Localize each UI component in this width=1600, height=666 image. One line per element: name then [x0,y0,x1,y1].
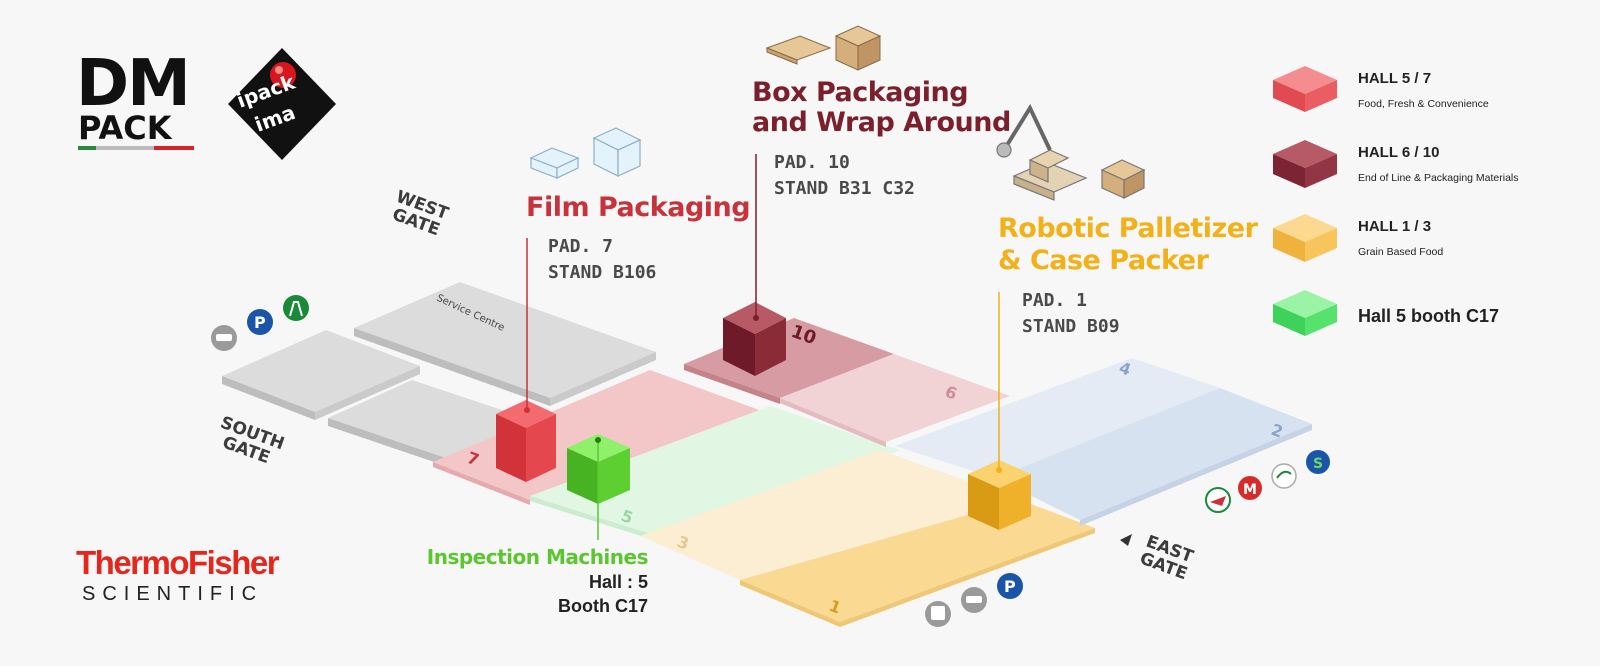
cube-hall-7 [496,400,556,482]
suburban-train-icon-east [1306,450,1330,474]
fisher-text: Fisher [188,544,280,581]
box-pad: PAD. 10 [774,152,850,173]
hall-6-area [780,354,1010,442]
bus-icon-east [925,601,951,627]
legend-hall-6-10-sub: End of Line & Packaging Materials [1358,172,1519,184]
legend-cube-hall-6-10 [1273,140,1337,188]
metro-icon-east [1238,476,1262,500]
legend-hall-5-7-sub: Food, Fresh & Convenience [1358,98,1489,110]
train-icon-east [1205,487,1231,513]
legend-cube-hall-5-booth [1273,290,1337,336]
hall-10-area [684,318,894,398]
s-train-letter: S [1313,456,1323,472]
hall-4-area [895,358,1220,478]
parking-icon-east [997,573,1023,599]
robotic-title-line1: Robotic Palletizer [998,213,1258,244]
car-icon-west [211,325,237,351]
parking-icon-west [247,309,273,335]
west-block-left [222,330,420,412]
legend-hall-6-10-title: HALL 6 / 10 [1358,144,1440,161]
car-icon-east [961,587,987,613]
legend-cube-hall-1-3 [1273,214,1337,262]
film-pad: PAD. 7 [548,236,614,257]
box-packaging-title-line2: and Wrap Around [752,107,1011,138]
robotic-pad: PAD. 1 [1022,290,1088,311]
parking-letter-west: P [254,313,266,332]
thermo-text: Thermo [76,544,190,581]
film-package-illustration [529,127,642,179]
dmpack-logo-line1: DM [76,47,191,121]
inspection-title: Inspection Machines [426,545,649,569]
metro-letter: M [1243,482,1257,498]
hall-1-area [740,500,1095,622]
parking-letter-east: P [1004,577,1016,596]
box-packaging-title-line1: Box Packaging [752,77,969,108]
service-centre-block [354,282,656,398]
inspection-hall: Hall : 5 [588,572,648,592]
legend-hall-1-3-title: HALL 1 / 3 [1358,218,1432,235]
box-stand: STAND B31 C32 [774,178,915,199]
legend-cube-hall-5-7 [1273,66,1337,112]
thermo-scientific-text: SCIENTIFIC [82,583,264,605]
cube-hall-1 [968,460,1031,530]
hall-3-area [640,450,1020,580]
railway-icon-east [1271,463,1297,489]
inspection-booth: Booth C17 [558,596,648,616]
ipack-ima-logo [228,48,336,160]
robot-illustration [996,103,1146,201]
legend-hall-1-3-sub: Grain Based Food [1358,246,1444,258]
robotic-stand: STAND B09 [1022,316,1120,337]
legend-hall-5-booth-title: Hall 5 booth C17 [1358,306,1500,326]
motorway-icon-west [283,295,309,321]
legend-hall-5-7-title: HALL 5 / 7 [1358,70,1432,87]
film-packaging-title: Film Packaging [526,192,751,223]
hall-2-area [995,388,1312,520]
box-package-illustration [765,25,882,71]
hall-5-area [530,406,900,540]
film-stand: STAND B106 [548,262,657,283]
dmpack-logo-line2: PACK [78,109,172,147]
thermo-fisher-logo: ThermoFisher [76,544,280,582]
robotic-title-line2: & Case Packer [998,245,1209,276]
east-gate-arrow-icon [1120,534,1132,546]
